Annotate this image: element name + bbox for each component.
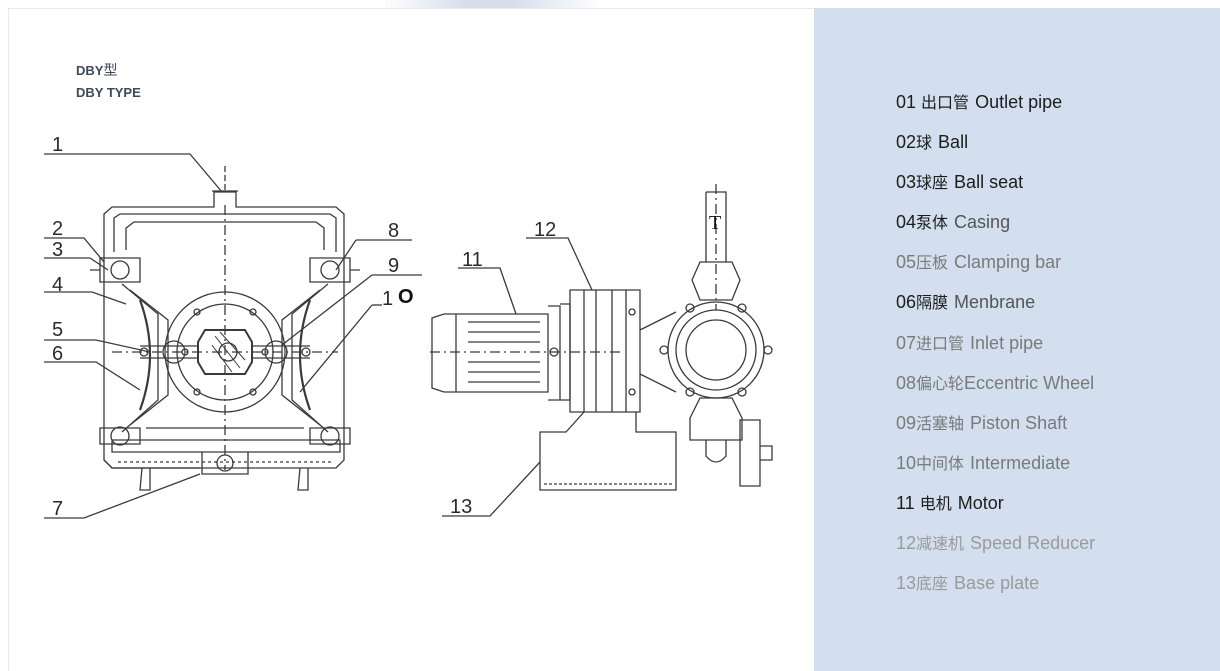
callout-13: 13 — [450, 496, 472, 518]
front-view — [44, 153, 422, 519]
type-title: DBY型 — [76, 63, 118, 79]
legend-panel — [814, 8, 1220, 671]
drawing-area — [8, 8, 814, 671]
callout-11: 11 — [462, 249, 483, 271]
callout-2: 2 — [52, 218, 63, 240]
callout-10-digit: 1 — [382, 288, 393, 310]
type-subtitle: DBY TYPE — [76, 85, 141, 100]
callout-6: 6 — [52, 343, 63, 365]
pump-drawing: 1 2 3 4 5 6 7 8 9 1 O 11 12 13 T — [44, 134, 773, 520]
callout-3: 3 — [52, 239, 63, 261]
callout-1: 1 — [52, 134, 63, 156]
legend-item-eccentric-wheel: 08偏心轮Eccentric Wheel — [896, 372, 1095, 393]
callout-7: 7 — [52, 498, 63, 520]
callout-5: 5 — [52, 319, 63, 341]
callout-10-circle: O — [398, 286, 414, 308]
t-mark: T — [709, 212, 721, 234]
top-accent-bar — [380, 0, 600, 8]
callout-4: 4 — [52, 274, 63, 296]
callout-9: 9 — [388, 255, 399, 277]
callout-12: 12 — [534, 219, 556, 241]
callout-8: 8 — [388, 220, 399, 242]
side-view — [430, 184, 773, 517]
